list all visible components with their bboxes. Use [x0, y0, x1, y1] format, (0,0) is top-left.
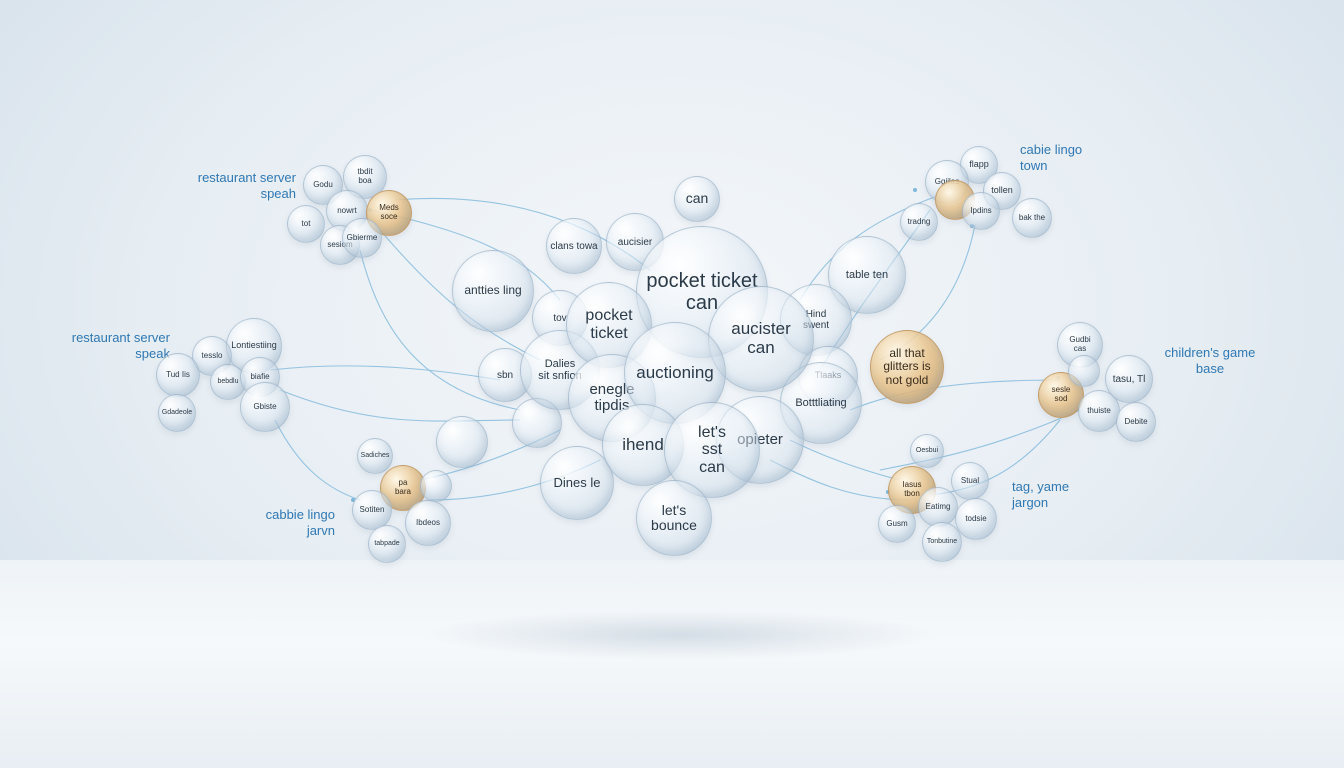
bubble-bl-2: Sotiten — [352, 490, 392, 530]
bubble-tr-5: Ipdins — [962, 192, 1000, 230]
bubble-tr-6: bak the — [1012, 198, 1052, 238]
link-line — [279, 389, 521, 422]
bubble-br-5: Gusm — [878, 505, 916, 543]
bubble-ml-3: Tud Iis — [156, 353, 200, 397]
link-node — [913, 188, 917, 192]
bubble-tl-2: tbdit boa — [343, 155, 387, 199]
link-line — [269, 365, 501, 381]
bubble-mr-2: tasu, Tl — [1105, 355, 1153, 403]
bubble-mr-3: thuiste — [1078, 390, 1120, 432]
bubble-mr-5 — [1068, 355, 1100, 387]
bubble-tl-4: tot — [287, 205, 325, 243]
bubble-bl-3: Ibdeos — [405, 500, 451, 546]
bubble-br-1: Oesbui — [910, 434, 944, 468]
bubble-br-3: Eatimg — [918, 487, 958, 527]
bubble-br-2: Stual — [951, 462, 989, 500]
link-line — [789, 439, 901, 481]
bubble-clans-town: clans towa — [546, 218, 602, 274]
bubble-can-top: can — [674, 176, 720, 222]
bubble-ml-6: Gbiste — [240, 382, 290, 432]
bubble-br-4: todsie — [955, 498, 997, 540]
floor-shadow — [420, 610, 940, 660]
link-line — [274, 419, 361, 501]
bubble-tl-6: Gbierme — [342, 218, 382, 258]
floor-surface — [0, 560, 1344, 768]
bubble-bl-1: Sadiches — [357, 438, 393, 474]
bubble-mr-4: Debite — [1116, 402, 1156, 442]
bubble-bl-5 — [420, 470, 452, 502]
bubble-small-left — [436, 416, 488, 468]
bubble-dines-le: Dines le — [540, 446, 614, 520]
bubble-all-that-glitters: all that glitters is not gold — [870, 330, 944, 404]
bubble-tr-4: tradng — [900, 203, 938, 241]
bubble-ml-7: Gdadeole — [158, 394, 196, 432]
label-bottom-right: tag, yame jargon — [1012, 479, 1070, 511]
label-top-left: restaurant server speah — [197, 170, 296, 202]
bubble-br-6: Tonbutine — [922, 522, 962, 562]
bubble-lets-bounce: let's bounce — [636, 480, 712, 556]
label-mid-left: restaurant server speak — [71, 330, 170, 362]
bubble-antties-ling: antties ling — [452, 250, 534, 332]
link-line — [359, 249, 521, 411]
label-mid-right: children's game base — [1164, 345, 1256, 377]
label-bottom-left: cabbie lingo jarvn — [265, 507, 335, 539]
bubble-bl-4: tabpade — [368, 525, 406, 563]
label-top-right: cabie lingo town — [1020, 142, 1083, 174]
link-line — [879, 409, 1081, 471]
